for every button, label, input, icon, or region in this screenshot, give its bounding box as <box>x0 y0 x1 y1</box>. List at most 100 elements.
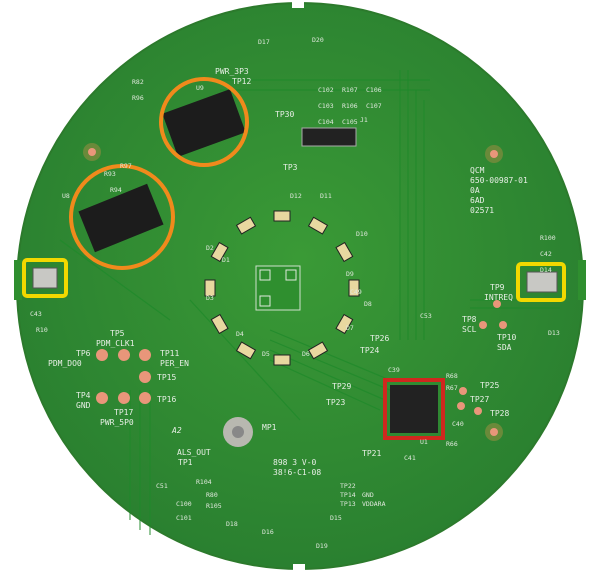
refdes-label: R68 <box>446 372 458 380</box>
led <box>204 279 216 297</box>
silkscreen-label: TP22 <box>340 482 356 490</box>
refdes-label: D8 <box>364 300 372 308</box>
refdes-label: D14 <box>540 266 552 274</box>
part-label-line: 6AD <box>470 196 485 205</box>
refdes-label: C107 <box>366 102 382 110</box>
led-ring <box>204 210 360 366</box>
silkscreen-label: TP5 <box>110 329 125 338</box>
silkscreen-label: TP14 <box>340 491 356 499</box>
refdes-label: D3 <box>206 294 214 302</box>
refdes-label: R82 <box>132 78 144 86</box>
mount-holes <box>83 143 503 447</box>
silkscreen-label: TP24 <box>360 346 379 355</box>
silkscreen-label: TP17 <box>114 408 133 417</box>
led <box>210 241 229 263</box>
silkscreen-label: TP11 <box>160 349 179 358</box>
rev-mark: A2 <box>171 426 182 435</box>
refdes-label: R94 <box>110 186 122 194</box>
silkscreen-label: TP12 <box>232 77 251 86</box>
refdes-label: R66 <box>446 440 458 448</box>
refdes-label: C100 <box>176 500 192 508</box>
silkscreen-label: SCL <box>462 325 477 334</box>
silkscreen-label: TP13 <box>340 500 356 508</box>
refdes-label: R104 <box>196 478 212 486</box>
refdes-label: R100 <box>540 234 556 242</box>
led <box>273 354 291 366</box>
connector-j1 <box>301 127 357 147</box>
refdes-label: C40 <box>452 420 464 428</box>
refdes-label: R106 <box>342 102 358 110</box>
refdes-label: C51 <box>156 482 168 490</box>
refdes-label: R93 <box>104 170 116 178</box>
test-pads <box>96 300 507 415</box>
refdes-label: D10 <box>356 230 368 238</box>
silkscreen-label: TP3 <box>283 163 298 172</box>
ic-u9 <box>162 89 246 157</box>
silkscreen-label: TP30 <box>275 110 294 119</box>
refdes-label: R105 <box>206 502 222 510</box>
refdes-label: D19 <box>316 542 328 550</box>
silkscreen-label: TP4 <box>76 391 91 400</box>
refdes-label: C101 <box>176 514 192 522</box>
ic-u1 <box>390 385 438 433</box>
microphone-right <box>516 262 566 302</box>
led <box>307 341 329 360</box>
mount-label: MP1 <box>262 423 277 432</box>
silkscreen-label: PWR_3P3 <box>215 67 249 76</box>
refdes-label: R80 <box>206 491 218 499</box>
microphone-left <box>22 258 68 298</box>
refdes-label: C49 <box>350 288 362 296</box>
silkscreen-label: TP23 <box>326 398 345 407</box>
silkscreen-label: GND <box>362 491 374 499</box>
led <box>348 279 360 297</box>
led <box>335 241 354 263</box>
refdes-label: R67 <box>446 384 458 392</box>
refdes-label: D18 <box>226 520 238 528</box>
part-label-line: 0A <box>470 186 480 195</box>
silkscreen-label: VDDARA <box>362 500 386 508</box>
part-label-line: 02571 <box>470 206 494 215</box>
highlight-u8 <box>69 164 175 270</box>
refdes-label: D16 <box>262 528 274 536</box>
refdes-label: U8 <box>62 192 70 200</box>
silkscreen-label: TP15 <box>157 373 176 382</box>
silkscreen-label: TP10 <box>497 333 516 342</box>
refdes-label: D11 <box>320 192 332 200</box>
refdes-label: C39 <box>388 366 400 374</box>
ic-u8 <box>78 183 164 253</box>
refdes-label: C104 <box>318 118 334 126</box>
refdes-label: D13 <box>548 329 560 337</box>
silkscreen-label: GND <box>76 401 91 410</box>
refdes-label: D20 <box>312 36 324 44</box>
refdes-label: C53 <box>420 312 432 320</box>
led <box>235 216 257 235</box>
part-label-line: QCM <box>470 166 485 175</box>
refdes-label: C106 <box>366 86 382 94</box>
highlight-u9 <box>159 77 249 167</box>
silkscreen: QCM 650-00987-01 0A 6AD 02571 A2 MP1 898… <box>30 36 560 550</box>
cert-text: 898 3 V-0 <box>273 458 317 467</box>
silkscreen-label: TP6 <box>76 349 91 358</box>
refdes-label: D17 <box>258 38 270 46</box>
silkscreen-label: SDA <box>497 343 512 352</box>
led <box>210 313 229 335</box>
refdes-label: D5 <box>262 350 270 358</box>
refdes-label: D15 <box>330 514 342 522</box>
silkscreen-label: PDM_DO0 <box>48 359 82 368</box>
silkscreen-label: TP27 <box>470 395 489 404</box>
refdes-label: R96 <box>132 94 144 102</box>
qr-code <box>255 265 301 311</box>
silkscreen-label: PDM_CLK1 <box>96 339 135 348</box>
led <box>335 313 354 335</box>
silkscreen-label: TP26 <box>370 334 389 343</box>
led <box>273 210 291 222</box>
refdes-label: R10 <box>36 326 48 334</box>
refdes-label: U9 <box>196 84 204 92</box>
refdes-label: C102 <box>318 86 334 94</box>
refdes-label: D2 <box>206 244 214 252</box>
silkscreen-label: TP16 <box>157 395 176 404</box>
refdes-label: C103 <box>318 102 334 110</box>
silkscreen-label: PWR_5P0 <box>100 418 134 427</box>
